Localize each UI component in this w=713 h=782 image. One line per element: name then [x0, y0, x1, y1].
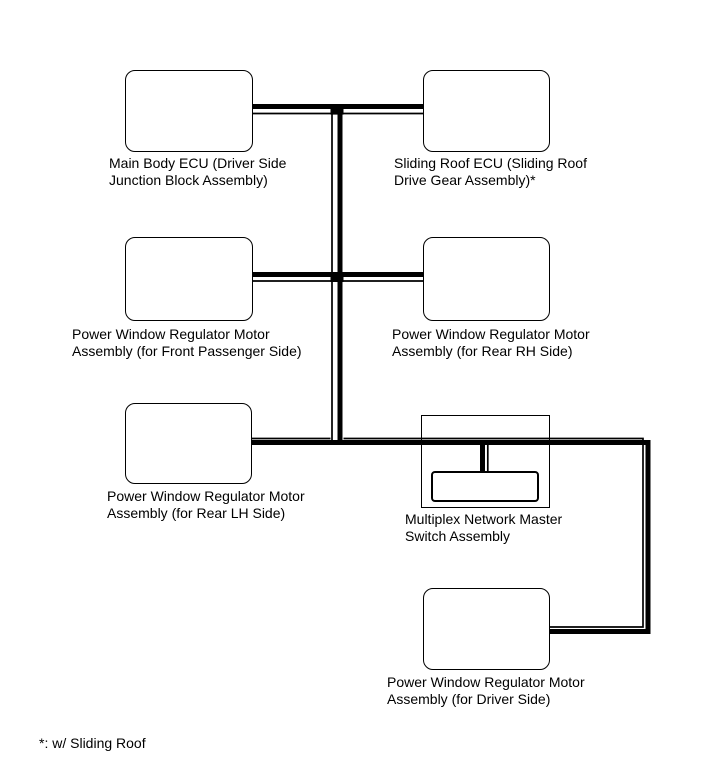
node-label-pw-motor-front-passenger: Power Window Regulator Motor Assembly (f…: [72, 326, 302, 359]
node-pw-motor-front-passenger: [125, 237, 253, 321]
footnote: *: w/ Sliding Roof: [39, 735, 146, 751]
node-label-main-body-ecu: Main Body ECU (Driver Side Junction Bloc…: [109, 155, 287, 188]
node-label-pw-motor-driver: Power Window Regulator Motor Assembly (f…: [387, 674, 585, 707]
node-main-body-ecu: [125, 70, 253, 152]
node-multiplex-master-switch-inner-box: [431, 471, 539, 502]
node-label-pw-motor-rear-lh: Power Window Regulator Motor Assembly (f…: [107, 488, 305, 521]
bus-loop-thin-right: [343, 437, 644, 628]
node-sliding-roof-ecu: [423, 70, 550, 152]
junction-top-tee: [330, 109, 344, 115]
node-label-multiplex-master-switch: Multiplex Network Master Switch Assembly: [405, 511, 563, 544]
bus-junctions: [330, 109, 344, 282]
node-pw-motor-driver: [423, 588, 550, 670]
node-label-pw-motor-rear-rh: Power Window Regulator Motor Assembly (f…: [392, 326, 590, 359]
node-pw-motor-rear-lh: [125, 403, 252, 484]
node-multiplex-master-switch-outline: [421, 415, 550, 508]
node-pw-motor-rear-rh: [423, 237, 550, 321]
junction-middle-cross: [330, 272, 344, 282]
node-label-sliding-roof-ecu: Sliding Roof ECU (Sliding Roof Drive Gea…: [394, 155, 587, 188]
bus-loop-thick: [250, 440, 651, 634]
